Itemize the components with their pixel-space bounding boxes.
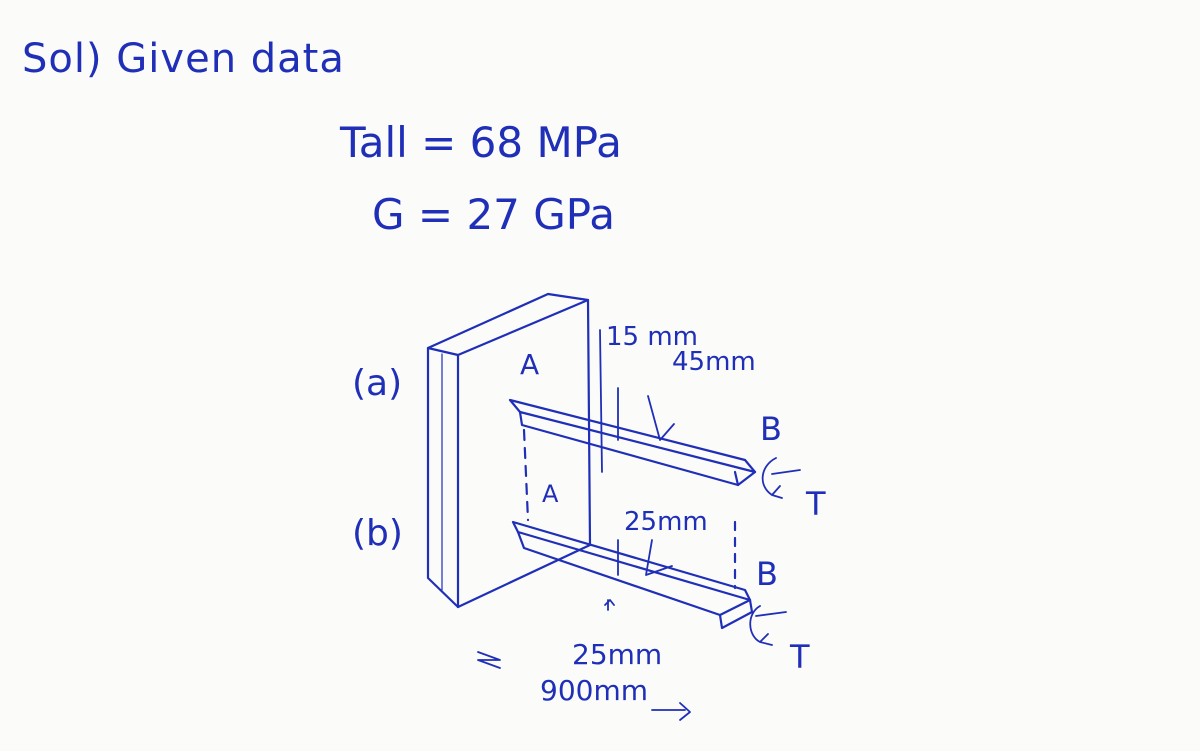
bar-a (508, 398, 757, 522)
wall-support (426, 292, 592, 609)
torque-arrows (749, 457, 801, 646)
dim-45mm: 45mm (672, 347, 756, 377)
shear-modulus: G = 27 GPa (372, 190, 615, 239)
end-a-top: A (520, 348, 539, 381)
torque-label-top: T (805, 485, 826, 523)
bar-b (511, 520, 754, 630)
label-a: (a) (352, 363, 402, 404)
dim-25mm-bottom: 25mm (572, 638, 662, 671)
end-b-top: B (760, 410, 782, 448)
dim-15mm: 15 mm (606, 322, 698, 352)
label-b: (b) (352, 513, 403, 554)
allowable-shear-stress: Tall = 68 MPa (340, 118, 622, 167)
dim-900mm: 900mm (540, 674, 648, 707)
dimension-lines (477, 329, 691, 721)
dim-25mm-top: 25mm (624, 507, 708, 537)
end-b-bottom: B (756, 555, 778, 593)
heading-text: Sol) Given data (22, 36, 345, 82)
torque-label-bottom: T (789, 638, 810, 676)
end-a-bottom: A (542, 480, 559, 508)
